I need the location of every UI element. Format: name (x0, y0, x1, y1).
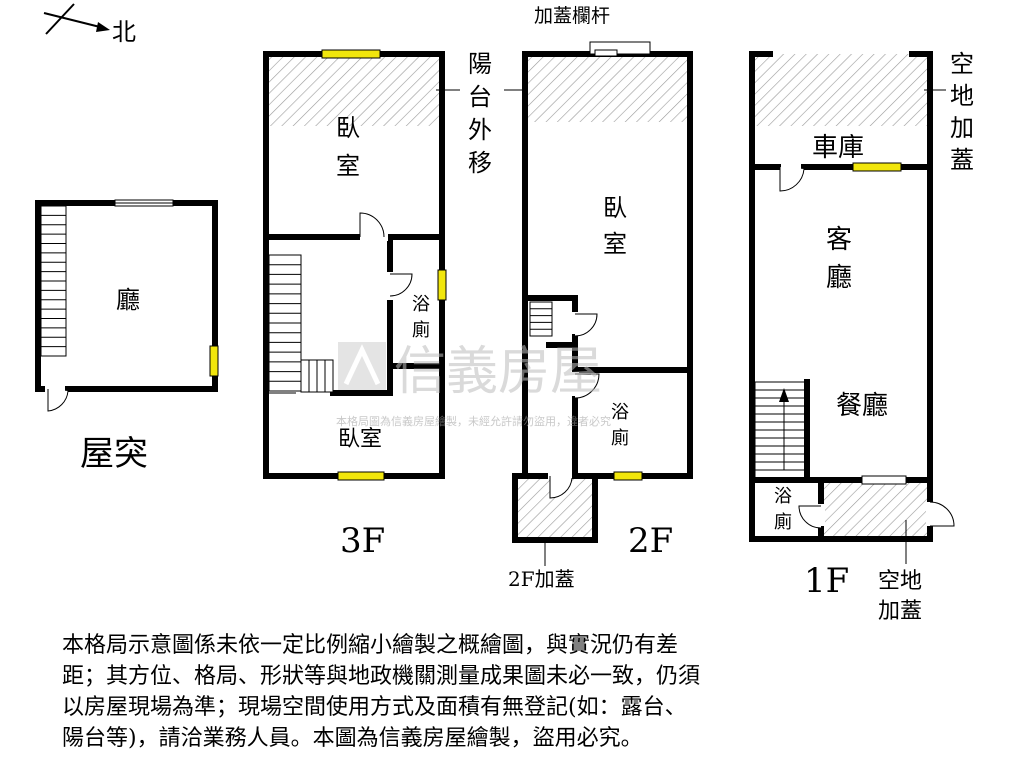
disclaimer-line: 本格局示意圖係未依一定比例縮小繪製之概繪圖，與實況仍有差 (62, 633, 679, 658)
third-floor-balcony (266, 54, 442, 126)
first-floor-bath-l2: 廁 (774, 511, 792, 533)
first-floor-front-annotation-char: 地 (950, 82, 974, 110)
third-floor-bedroom-top-l1: 臥 (336, 114, 360, 142)
second-floor-label: 2F (628, 521, 673, 561)
third-floor-bedroom-bottom-label: 臥室 (338, 427, 382, 452)
second-floor-bath-l2: 廁 (611, 427, 629, 449)
first-floor-living-l1: 客 (826, 225, 852, 255)
first-floor-label: 1F (804, 561, 849, 601)
third-floor-bath-window (437, 269, 447, 301)
first-floor-rear-window (861, 475, 907, 485)
watermark-brand-text: 信義房屋 (394, 342, 602, 402)
third-floor-label: 3F (340, 521, 385, 561)
first-floor-front-annotation-char: 加 (950, 114, 974, 142)
first-floor-bath-door (798, 505, 822, 529)
third-floor-top-window (321, 49, 381, 59)
roof-hall-label: 廳 (116, 286, 140, 314)
first-floor-dining-label: 餐廳 (836, 391, 888, 421)
disclaimer-line: 以房屋現場為準；現場空間使用方式及面積有無登記(如：露台、 (62, 695, 687, 720)
first-floor-bath-l1: 浴 (774, 486, 792, 507)
disclaimer-line: 陽台等)，請洽業務人員。本圖為信義房屋繪製，盜用必究。 (62, 726, 643, 751)
disclaimer-text: 本格局示意圖係未依一定比例縮小繪製之概繪圖，與實況仍有差 距；其方位、格局、形狀… (62, 630, 852, 754)
third-floor-bottom-window (337, 471, 385, 481)
second-floor-bath-l1: 浴 (611, 402, 629, 423)
first-floor-rear-door (929, 501, 955, 527)
north-label: 北 (112, 18, 136, 46)
first-floor-front-annotation-char: 空 (950, 50, 974, 78)
second-floor-addition-annotation: 2F加蓋 (508, 567, 575, 591)
second-floor-bedroom-l1: 臥 (603, 194, 627, 222)
first-floor-garage-door (779, 167, 805, 192)
second-floor-stair-door (574, 313, 598, 337)
third-floor-bedroom-top-l2: 室 (336, 152, 360, 180)
third-floor-bath-l2: 廁 (412, 319, 430, 341)
third-floor-annotation-char: 陽 (468, 50, 492, 78)
second-floor-addition-door (549, 476, 573, 499)
roof-door (47, 389, 69, 412)
third-floor-bath-door (389, 273, 413, 297)
first-floor-living-l2: 廳 (826, 263, 852, 293)
third-floor-annotation-char: 外 (468, 116, 492, 144)
roof-floor-label: 屋突 (80, 434, 148, 474)
second-floor-balcony (525, 54, 690, 122)
roof-right-window (209, 345, 219, 377)
brand-watermark: 信義房屋 本格局圖為信義房屋繪製，未經允許請勿盜用，違者必究 (336, 342, 611, 428)
first-floor-rear-annotation-l1: 空地 (878, 569, 922, 594)
third-floor-bath-l1: 浴 (412, 294, 430, 315)
second-floor-bath-window (613, 471, 643, 481)
second-floor-bedroom-l2: 室 (603, 230, 627, 258)
first-floor-front-annotation-char: 蓋 (950, 146, 974, 174)
third-floor-annotation-char: 台 (468, 83, 492, 111)
second-floor-plan: 臥 室 浴 廁 2F 加蓋欄杆 2F加蓋 (508, 5, 693, 591)
first-floor-front-addition (752, 54, 930, 126)
first-floor-garage-label: 車庫 (812, 133, 864, 163)
third-floor-annotation-char: 移 (468, 149, 492, 177)
second-floor-railing-annotation: 加蓋欄杆 (534, 5, 610, 27)
disclaimer-line: 距；其方位、格局、形狀等與地政機關測量成果圖未必一致，仍須 (62, 664, 701, 689)
second-floor-stairs (529, 301, 553, 337)
second-floor-bath-door (574, 373, 600, 399)
first-floor-rear-annotation-l2: 加蓋 (878, 599, 922, 624)
third-floor-bedroom-door (359, 212, 385, 238)
north-compass: 北 (43, 3, 136, 46)
first-floor-rear-addition (824, 480, 930, 538)
watermark-notice-text: 本格局圖為信義房屋繪製，未經允許請勿盜用，違者必究 (336, 414, 611, 428)
first-floor-garage-window (852, 162, 902, 172)
roof-floor-plan: 廳 屋突 (35, 199, 219, 474)
